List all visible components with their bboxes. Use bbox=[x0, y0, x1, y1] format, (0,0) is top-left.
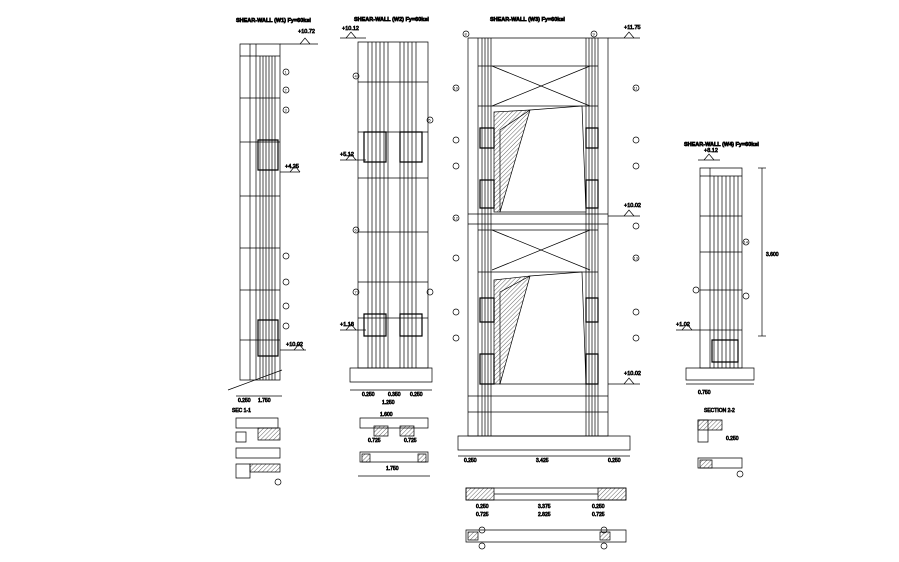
mark-2: 2 bbox=[285, 88, 288, 93]
wall-d-dim-height: 3.600 bbox=[766, 252, 779, 258]
wall-a-dim-right: 1.750 bbox=[258, 398, 271, 404]
wall-b-level-mid: +5.12 bbox=[340, 152, 354, 158]
wall-c-sec-right2: 0.725 bbox=[592, 512, 605, 518]
wall-d-title: SHEAR-WALL (W4) Fy=60ksi bbox=[684, 142, 759, 148]
wall-d-dim-bottom: 0.750 bbox=[698, 390, 711, 396]
mark-5: 5 bbox=[429, 118, 432, 123]
wall-c-title: SHEAR-WALL (W3) Fy=60ksi bbox=[490, 17, 565, 23]
mark-3: 3 bbox=[285, 108, 288, 113]
wall-d-section-label: SECTION 2-2 bbox=[704, 408, 735, 414]
mark-12: 12 bbox=[454, 216, 459, 221]
bar-marks: 1 2 3 4 5 6 7 8 9 10 11 12 13 14 bbox=[285, 32, 749, 295]
wall-c-sec-mid: 3.375 bbox=[538, 504, 551, 510]
mark-14: 14 bbox=[744, 240, 749, 245]
wall-b-dim-total: 1.250 bbox=[382, 400, 395, 406]
wall-b-sec-top: 1.600 bbox=[380, 412, 393, 418]
wall-b-sec-right: 0.725 bbox=[404, 438, 417, 444]
wall-d-level-low: +1.02 bbox=[676, 322, 690, 328]
wall-c-elevation bbox=[453, 31, 640, 549]
wall-c-level-low: +10.02 bbox=[624, 371, 641, 377]
wall-b-sec-total: 1.750 bbox=[386, 466, 399, 472]
wall-c-sec-mid2: 2.825 bbox=[538, 512, 551, 518]
wall-c-dim-left: 0.250 bbox=[464, 458, 477, 464]
mark-8: 8 bbox=[465, 32, 468, 37]
wall-a-section-label: SEC 1-1 bbox=[232, 408, 251, 414]
wall-c-sec-right: 0.250 bbox=[592, 504, 605, 510]
mark-13: 13 bbox=[634, 256, 639, 261]
wall-c-dim-mid: 3.425 bbox=[536, 458, 549, 464]
mark-10: 10 bbox=[454, 86, 459, 91]
wall-b-level-top: +10.12 bbox=[342, 26, 359, 32]
wall-c-sec-left2: 0.725 bbox=[476, 512, 489, 518]
wall-a-elevation bbox=[228, 38, 318, 485]
wall-a-level-mid: +4.25 bbox=[285, 164, 299, 170]
mark-6: 6 bbox=[355, 228, 358, 233]
wall-c-sec-left: 0.250 bbox=[476, 504, 489, 510]
wall-b-sec-left: 0.725 bbox=[368, 438, 381, 444]
wall-a-dim-left: 0.250 bbox=[238, 398, 251, 404]
wall-b-title: SHEAR-WALL (W2) Fy=60ksi bbox=[354, 17, 429, 23]
mark-9: 9 bbox=[593, 32, 596, 37]
mark-1: 1 bbox=[285, 70, 288, 75]
mark-11: 11 bbox=[634, 86, 639, 91]
wall-b-level-low: +1.18 bbox=[340, 322, 354, 328]
wall-a-title: SHEAR-WALL (W1) Fy=60ksi bbox=[236, 18, 311, 24]
wall-b-elevation bbox=[340, 32, 433, 476]
mark-4: 4 bbox=[355, 74, 358, 79]
wall-a-level-top: +10.72 bbox=[298, 29, 315, 35]
wall-a-level-low: +10.02 bbox=[286, 342, 303, 348]
wall-b-dim-mid: 0.350 bbox=[388, 392, 401, 398]
wall-c-level-top: +11.75 bbox=[624, 25, 641, 31]
wall-c-dim-right: 0.250 bbox=[608, 458, 621, 464]
wall-d-sec-dim: 0.250 bbox=[726, 436, 739, 442]
wall-c-level-mid: +10.02 bbox=[624, 203, 641, 209]
wall-b-dim-left: 0.250 bbox=[362, 392, 375, 398]
wall-d-elevation bbox=[676, 154, 766, 477]
mark-7: 7 bbox=[355, 290, 358, 295]
wall-d-level-top: +8.12 bbox=[704, 148, 718, 154]
wall-b-dim-right: 0.250 bbox=[410, 392, 423, 398]
